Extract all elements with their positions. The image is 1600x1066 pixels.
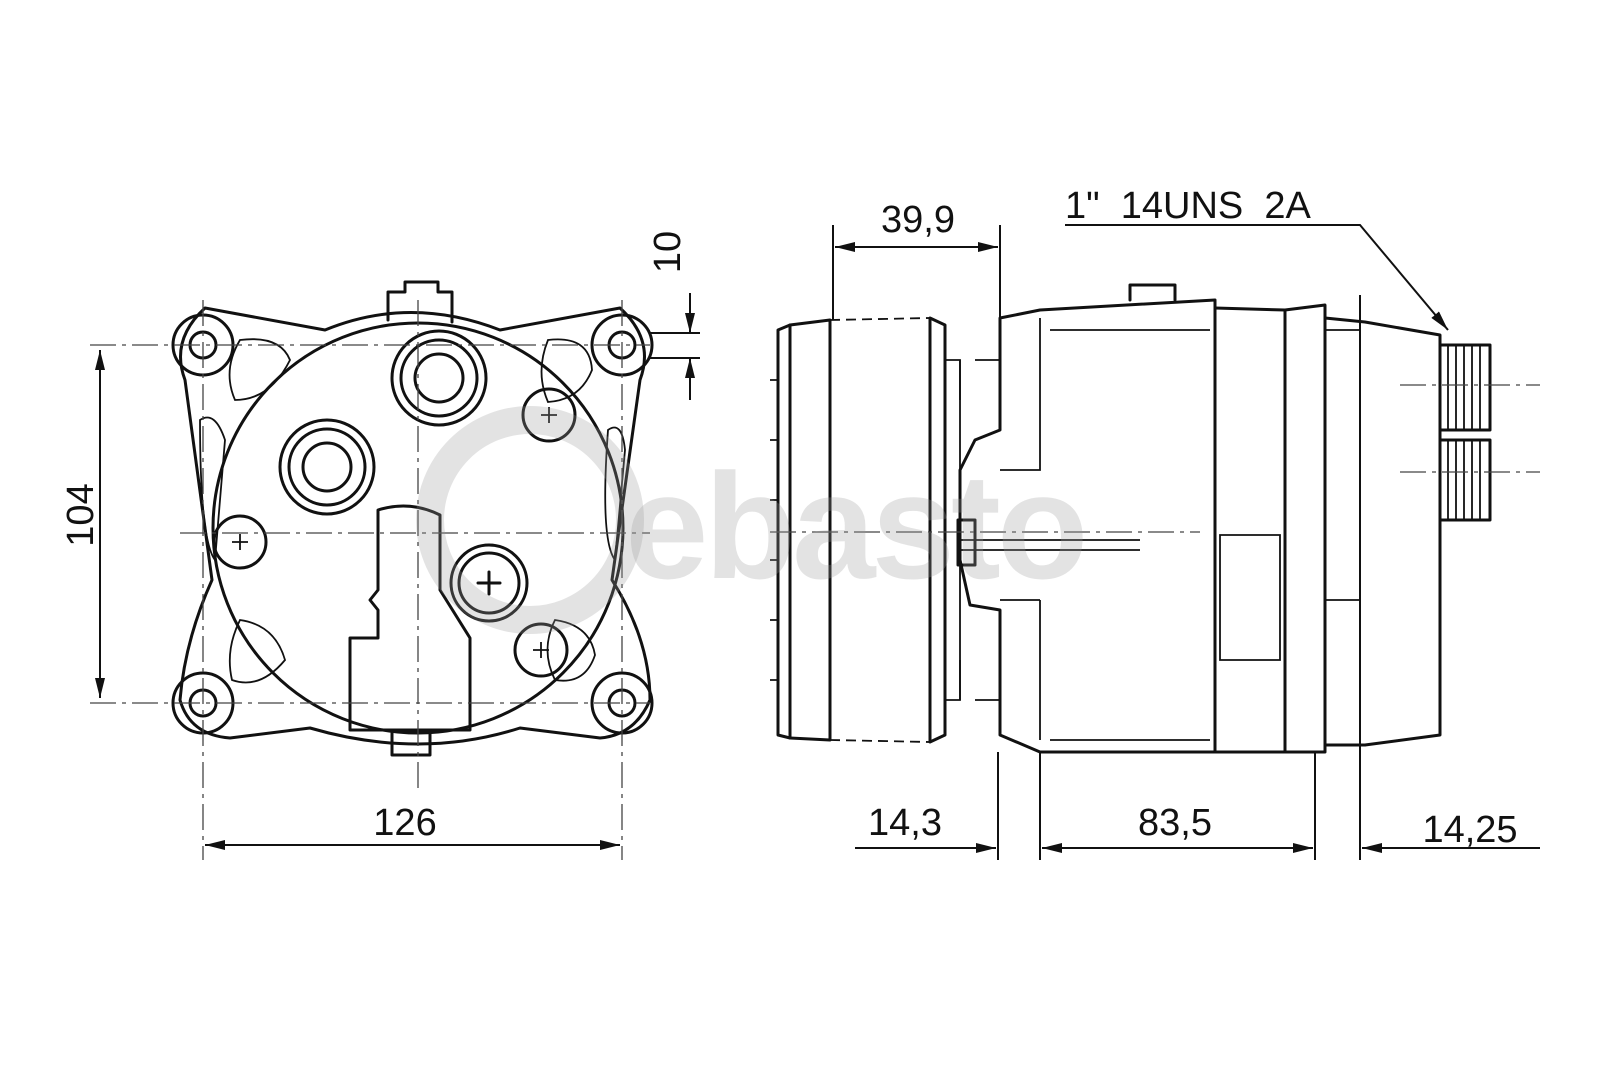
watermark-emblem xyxy=(416,406,645,634)
side-clutch-nut xyxy=(956,518,977,567)
side-rear-flange xyxy=(1283,303,1327,754)
front-top-boss xyxy=(386,280,454,324)
front-view: 104 126 10 xyxy=(60,231,700,860)
dim-104-label: 104 xyxy=(60,483,102,546)
front-cast-pockets xyxy=(199,338,626,684)
watermark-brand: ebasto xyxy=(625,442,1084,610)
watermark-logo: ebasto xyxy=(416,406,1088,634)
thread-leader-line xyxy=(1065,224,1449,331)
front-service-ports xyxy=(212,329,577,678)
side-extension-lines xyxy=(832,225,1361,860)
side-threaded-fittings xyxy=(1438,343,1492,522)
side-top-boss xyxy=(1128,283,1177,302)
side-view: 39,9 14,3 83,5 14,25 1" 14UNS 2A xyxy=(770,185,1540,860)
side-center-lines xyxy=(770,384,1540,533)
front-rear-boss xyxy=(348,504,472,732)
dim-14-25-label: 14,25 xyxy=(1422,809,1517,851)
dim-39-9-label: 39,9 xyxy=(881,199,955,241)
front-mounting-lugs xyxy=(171,313,654,735)
side-rear-cover xyxy=(1323,316,1442,747)
side-main-body xyxy=(1213,306,1287,754)
dim-10 xyxy=(650,293,700,400)
front-flange-outline xyxy=(178,306,652,746)
dim-83-5-label: 83,5 xyxy=(1138,802,1212,844)
side-front-housing xyxy=(958,298,1217,754)
thread-note-label: 1" 14UNS 2A xyxy=(1065,185,1311,227)
front-center-lines xyxy=(90,300,650,860)
dim-14-3-label: 14,3 xyxy=(868,802,942,844)
dim-10-label: 10 xyxy=(647,231,689,273)
dim-126-label: 126 xyxy=(373,802,436,844)
front-bottom-stub xyxy=(390,728,432,757)
